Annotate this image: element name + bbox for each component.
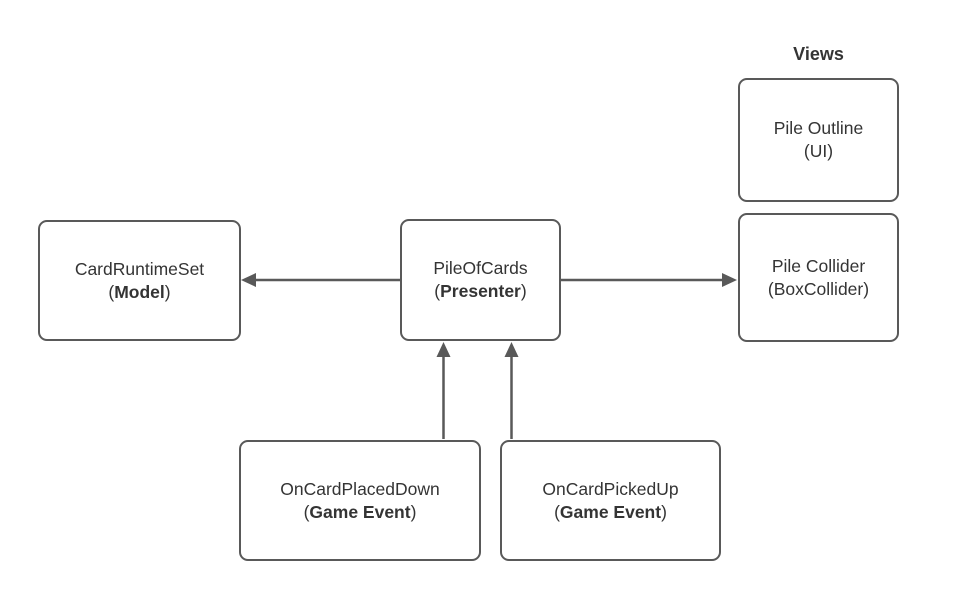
paren-close: ) <box>661 501 667 522</box>
paren-close: ) <box>410 501 417 522</box>
paren-close: ) <box>520 281 527 301</box>
node-card-runtime-set: CardRuntimeSet (Model) <box>38 220 241 341</box>
node-role: Model <box>114 281 165 302</box>
node-pile-outline-title: Pile Outline <box>773 118 864 138</box>
node-on-card-placed-down-title: OnCardPlacedDown <box>280 478 440 499</box>
node-role: Game Event <box>309 501 411 522</box>
arrow-pileofcards-to-cardruntimeset <box>241 273 400 287</box>
node-role: Game Event <box>559 501 662 522</box>
node-on-card-placed-down-subtitle: (Game Event) <box>304 501 417 524</box>
node-card-runtime-set-subtitle: (Model) <box>108 281 170 304</box>
node-on-card-placed-down: OnCardPlacedDown (Game Event) <box>239 440 481 561</box>
node-pile-of-cards: PileOfCards (Presenter) <box>400 219 561 341</box>
arrow-pileofcards-to-pilecollider <box>560 273 737 287</box>
paren-open: ( <box>108 281 115 302</box>
node-pile-collider: Pile Collider (BoxCollider) <box>738 213 899 342</box>
node-pile-outline: Pile Outline (UI) <box>738 78 899 202</box>
node-pile-collider-title: Pile Collider <box>771 255 866 276</box>
node-pile-collider-subtitle: (BoxCollider) <box>767 278 870 299</box>
node-on-card-picked-up: OnCardPickedUp (Game Event) <box>500 440 721 561</box>
node-pile-outline-subtitle: (UI) <box>803 141 834 161</box>
paren-open: ( <box>554 501 560 522</box>
arrow-oncardpickedup-to-pileofcards <box>504 342 519 439</box>
arrow-oncardplaceddown-to-pileofcards <box>436 342 451 439</box>
node-role: Presenter <box>440 281 521 301</box>
paren-open: ( <box>434 281 441 301</box>
views-group-label: Views <box>793 44 844 64</box>
paren-close: ) <box>164 281 171 302</box>
node-card-runtime-set-title: CardRuntimeSet <box>74 258 205 279</box>
node-pile-of-cards-subtitle: (Presenter) <box>434 280 526 303</box>
node-on-card-picked-up-title: OnCardPickedUp <box>542 478 679 499</box>
node-on-card-picked-up-subtitle: (Game Event) <box>554 501 667 524</box>
node-pile-of-cards-title: PileOfCards <box>433 258 528 278</box>
paren-open: ( <box>303 501 310 522</box>
